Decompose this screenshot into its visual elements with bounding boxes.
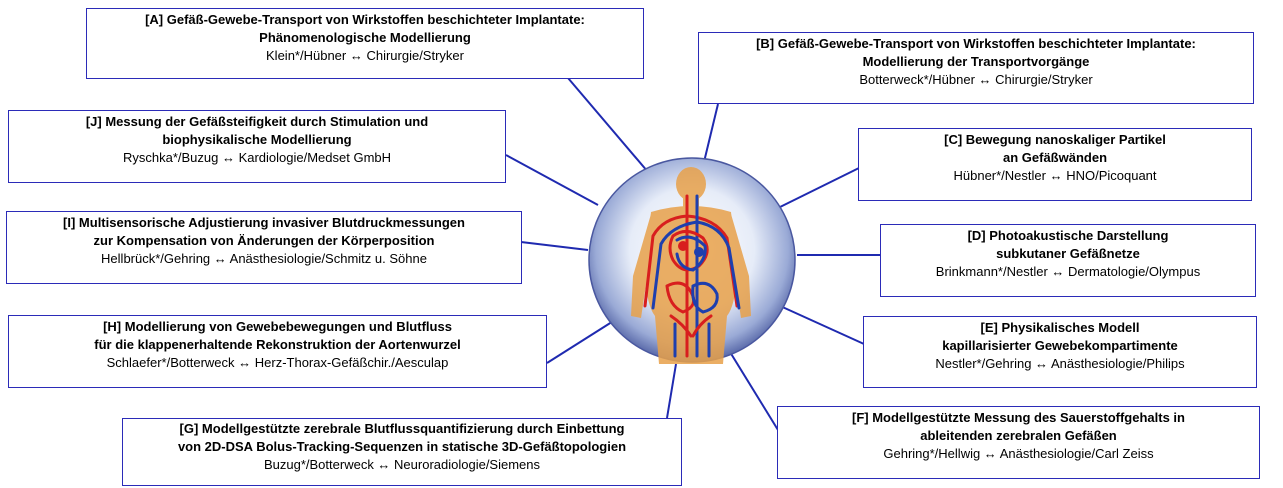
project-title-h: [H] Modellierung von Gewebebewegungen un… xyxy=(13,318,542,354)
project-title-a: [A] Gefäß-Gewebe-Transport von Wirkstoff… xyxy=(91,11,639,47)
project-box-j: [J] Messung der Gefäßsteifigkeit durch S… xyxy=(8,110,506,183)
project-people-e: Nestler*/Gehring ↔ Anästhesiologie/Phili… xyxy=(868,355,1252,373)
project-title-f: [F] Modellgestützte Messung des Sauersto… xyxy=(782,409,1255,445)
project-people-b: Botterweck*/Hübner ↔ Chirurgie/Stryker xyxy=(703,71,1249,89)
project-title-b: [B] Gefäß-Gewebe-Transport von Wirkstoff… xyxy=(703,35,1249,71)
project-box-b: [B] Gefäß-Gewebe-Transport von Wirkstoff… xyxy=(698,32,1254,104)
project-people-c: Hübner*/Nestler ↔ HNO/Picoquant xyxy=(863,167,1247,185)
central-hub-human-body xyxy=(587,156,797,364)
project-title-g: [G] Modellgestützte zerebrale Blutflussq… xyxy=(127,420,677,456)
connector-i xyxy=(521,242,588,250)
project-title-e: [E] Physikalisches Modell kapillarisiert… xyxy=(868,319,1252,355)
project-people-g: Buzug*/Botterweck ↔ Neuroradiologie/Siem… xyxy=(127,456,677,474)
project-people-i: Hellbrück*/Gehring ↔ Anästhesiologie/Sch… xyxy=(11,250,517,268)
project-people-d: Brinkmann*/Nestler ↔ Dermatologie/Olympu… xyxy=(885,263,1251,281)
project-people-a: Klein*/Hübner ↔ Chirurgie/Stryker xyxy=(91,47,639,65)
project-box-f: [F] Modellgestützte Messung des Sauersto… xyxy=(777,406,1260,479)
project-people-j: Ryschka*/Buzug ↔ Kardiologie/Medset GmbH xyxy=(13,149,501,167)
project-title-i: [I] Multisensorische Adjustierung invasi… xyxy=(11,214,517,250)
project-box-e: [E] Physikalisches Modell kapillarisiert… xyxy=(863,316,1257,388)
project-box-g: [G] Modellgestützte zerebrale Blutflussq… xyxy=(122,418,682,486)
project-title-d: [D] Photoakustische Darstellung subkutan… xyxy=(885,227,1251,263)
project-box-i: [I] Multisensorische Adjustierung invasi… xyxy=(6,211,522,284)
connector-g xyxy=(667,364,676,418)
project-box-d: [D] Photoakustische Darstellung subkutan… xyxy=(880,224,1256,297)
project-box-a: [A] Gefäß-Gewebe-Transport von Wirkstoff… xyxy=(86,8,644,79)
connector-b xyxy=(704,104,718,162)
project-title-c: [C] Bewegung nanoskaliger Partikel an Ge… xyxy=(863,131,1247,167)
project-box-h: [H] Modellierung von Gewebebewegungen un… xyxy=(8,315,547,388)
project-box-c: [C] Bewegung nanoskaliger Partikel an Ge… xyxy=(858,128,1252,201)
project-title-j: [J] Messung der Gefäßsteifigkeit durch S… xyxy=(13,113,501,149)
project-people-h: Schlaefer*/Botterweck ↔ Herz-Thorax-Gefä… xyxy=(13,354,542,372)
project-people-f: Gehring*/Hellwig ↔ Anästhesiologie/Carl … xyxy=(782,445,1255,463)
connector-j xyxy=(506,155,598,205)
